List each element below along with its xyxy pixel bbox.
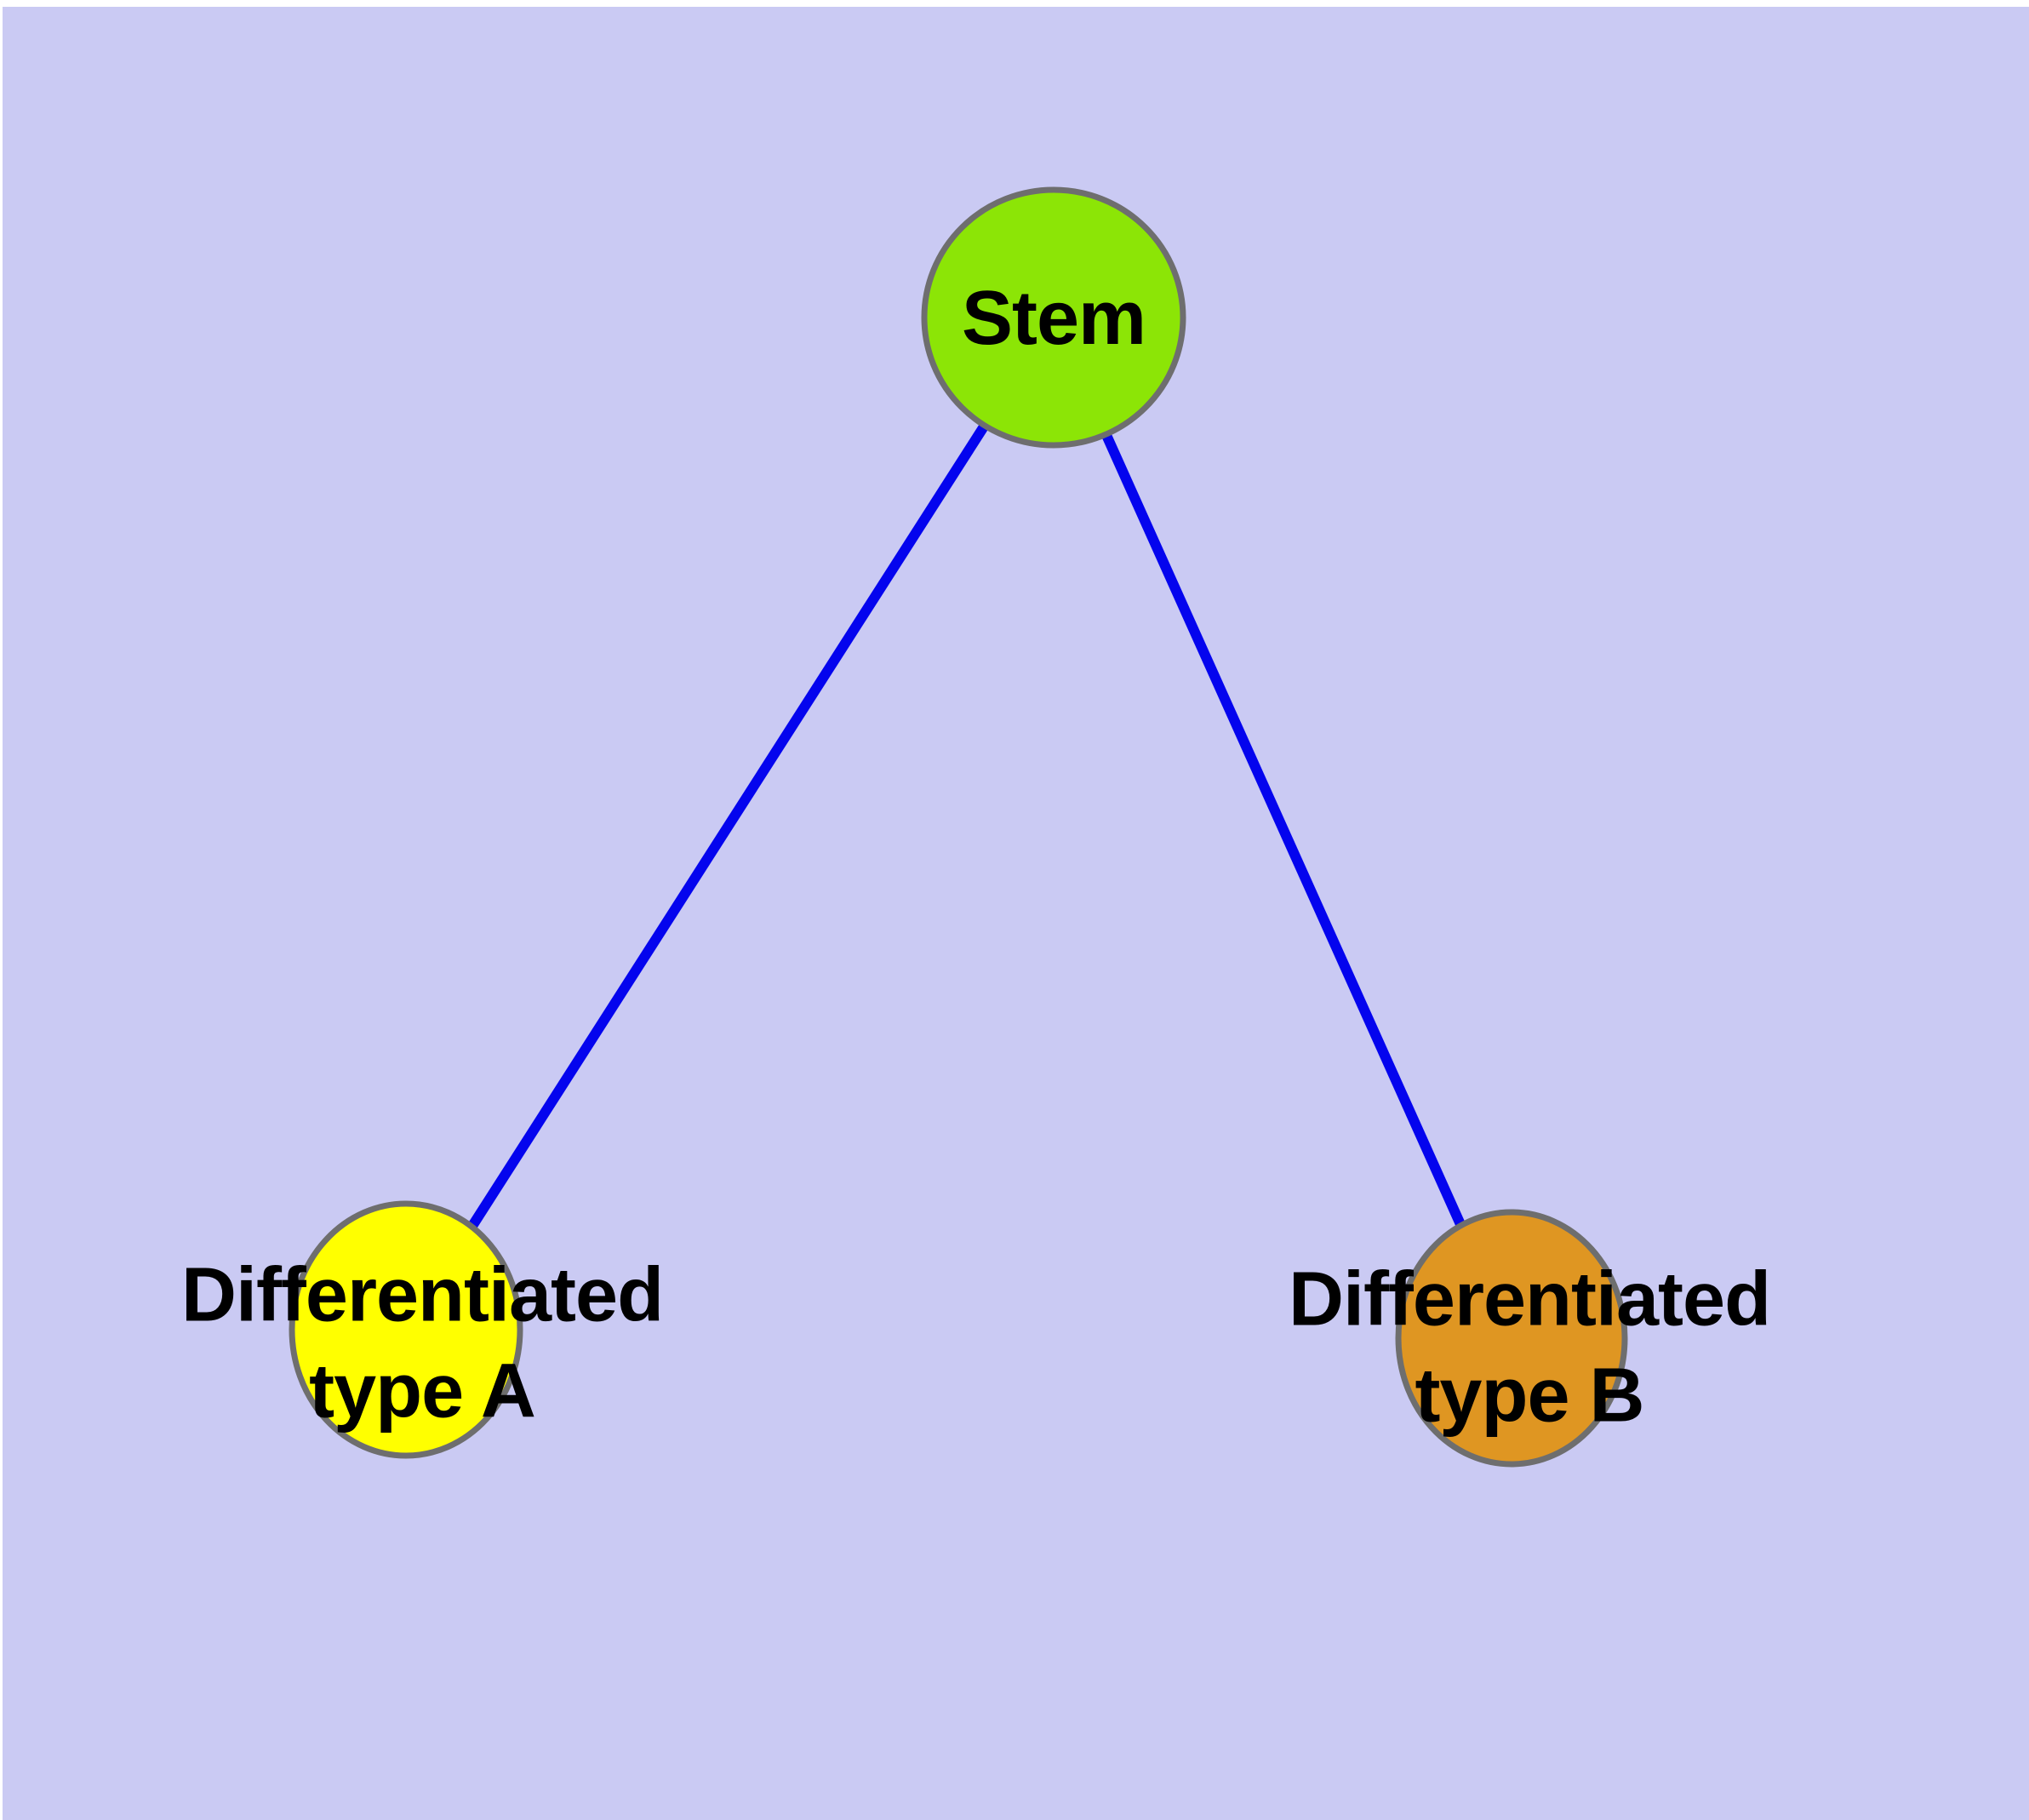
node-type-b-circle (1395, 1209, 1628, 1468)
edge-stem-to-type-a (401, 314, 1059, 1333)
node-type-b-label: Differentiated type B (1288, 1256, 1771, 1439)
node-type-a-circle (289, 1200, 523, 1459)
node-stem-circle (921, 186, 1186, 449)
diagram-canvas: Stem Differentiated type A Differentiate… (3, 7, 2029, 1820)
graph (289, 186, 1628, 1468)
edge-stem-to-type-b (1049, 315, 1517, 1341)
node-type-a-label: Differentiated type A (180, 1252, 664, 1434)
node-stem-label: Stem (961, 275, 1146, 361)
